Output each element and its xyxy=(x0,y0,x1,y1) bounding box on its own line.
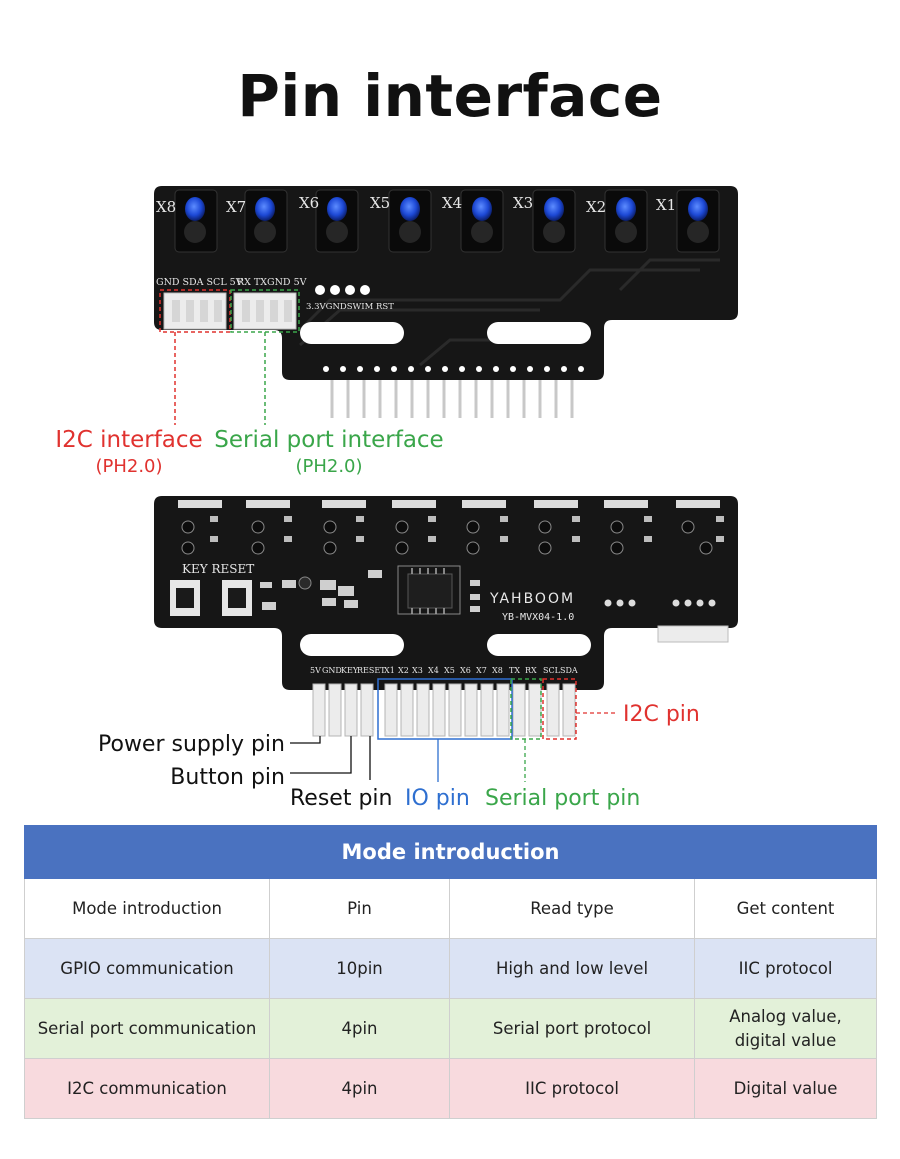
mode-table: Mode introduction Mode introduction Pin … xyxy=(24,825,877,1119)
i2c-highlight-box xyxy=(159,289,231,333)
sensor-label-x4: X4 xyxy=(442,194,462,212)
ir-sensor-x6 xyxy=(315,189,359,253)
ir-sensor-x3 xyxy=(532,189,576,253)
ir-sensor-x1 xyxy=(676,189,720,253)
debug-header-silk: 3.3VGNDSWIM RST xyxy=(306,302,394,312)
serial-ph2-connector xyxy=(233,292,297,330)
sensor-label-x2: X2 xyxy=(586,198,606,216)
io-pin-label: IO pin xyxy=(405,786,470,811)
page-title: Pin interface xyxy=(237,62,663,130)
table-cell: 4pin xyxy=(269,1058,450,1119)
key-button xyxy=(170,580,200,616)
serial-interface-sub: (PH2.0) xyxy=(295,456,362,477)
pin-silk-x7: X7 xyxy=(476,666,487,675)
serial-header-silk: RX TXGND 5V xyxy=(237,277,307,288)
i2c-ph2-connector xyxy=(163,292,227,330)
table-row: Serial port communication 4pin Serial po… xyxy=(24,998,877,1059)
pin-silk-x5: X5 xyxy=(444,666,455,675)
table-cell: Analog value, digital value xyxy=(694,998,877,1059)
table-cell: IIC protocol xyxy=(694,938,877,999)
table-cell: Digital value xyxy=(694,1058,877,1119)
pinout-diagram: X8 X7 X6 X5 X4 X3 X2 X1 GND SDA SCL 5V R… xyxy=(55,186,738,811)
pin-silk-gnd: GND xyxy=(322,666,342,675)
bottom-board: KEY RESET YAHBOOM YB-MVX04-1.0 xyxy=(98,496,738,811)
ir-sensor-x5 xyxy=(388,189,432,253)
pin-silk-x1: X1 xyxy=(384,666,395,675)
pin-silk-x4: X4 xyxy=(428,666,439,675)
pin-silk-5v: 5V xyxy=(310,666,321,675)
table-cell: 10pin xyxy=(269,938,450,999)
brand-logo: YAHBOOM xyxy=(489,591,575,607)
table-cell: High and low level xyxy=(449,938,695,999)
mcu-chip xyxy=(397,565,461,615)
table-header-row: Mode introduction Pin Read type Get cont… xyxy=(24,878,877,939)
table-cell: 4pin xyxy=(269,998,450,1059)
reset-button xyxy=(222,580,252,616)
serial-pin-box xyxy=(510,678,542,740)
ir-sensor-x2 xyxy=(604,189,648,253)
sensor-label-x1: X1 xyxy=(656,196,676,214)
column-header: Read type xyxy=(449,878,695,939)
table-cell: I2C communication xyxy=(24,1058,270,1119)
i2c-pin-label: I2C pin xyxy=(623,702,700,727)
ir-sensor-x4 xyxy=(460,189,504,253)
i2c-interface-label: I2C interface xyxy=(55,427,202,453)
pin-silk-reset: RESET xyxy=(357,666,386,675)
table-row: I2C communication 4pin IIC protocol Digi… xyxy=(24,1058,877,1119)
column-header: Get content xyxy=(694,878,877,939)
pin-silk-scl: SCL xyxy=(543,666,561,675)
table-cell: IIC protocol xyxy=(449,1058,695,1119)
top-board: X8 X7 X6 X5 X4 X3 X2 X1 GND SDA SCL 5V R… xyxy=(55,186,738,477)
pin-silk-sda: SDA xyxy=(560,666,578,675)
column-header: Mode introduction xyxy=(24,878,270,939)
pin-silk-key: KEY xyxy=(341,666,359,675)
ir-sensor-x7 xyxy=(244,189,288,253)
table-row: GPIO communication 10pin High and low le… xyxy=(24,938,877,999)
power-supply-pin-label: Power supply pin xyxy=(98,732,285,757)
top-header-holes xyxy=(323,366,584,372)
sensor-label-x6: X6 xyxy=(299,194,319,212)
table-cell: Serial port protocol xyxy=(449,998,695,1059)
pin-silk-tx: TX xyxy=(509,666,520,675)
table-caption: Mode introduction xyxy=(24,825,877,879)
model-silk: YB-MVX04-1.0 xyxy=(502,612,574,623)
button-pin-label: Button pin xyxy=(170,765,285,790)
reset-pin-label: Reset pin xyxy=(290,786,392,811)
pin-silk-x3: X3 xyxy=(412,666,423,675)
i2c-header-silk: GND SDA SCL 5V xyxy=(156,277,243,288)
table-cell: GPIO communication xyxy=(24,938,270,999)
column-header: Pin xyxy=(269,878,450,939)
pin-silk-rx: RX xyxy=(525,666,537,675)
table-cell: Serial port communication xyxy=(24,998,270,1059)
i2c-pin-box xyxy=(542,678,577,740)
sensor-label-x7: X7 xyxy=(226,198,246,216)
ir-sensor-x8 xyxy=(174,189,218,253)
key-reset-silk: KEY RESET xyxy=(182,562,254,576)
sensor-label-x3: X3 xyxy=(513,194,533,212)
serial-interface-label: Serial port interface xyxy=(214,427,443,453)
io-pin-box xyxy=(377,678,513,740)
header-pins xyxy=(312,683,576,737)
serial-port-pin-label: Serial port pin xyxy=(485,786,640,811)
i2c-interface-sub: (PH2.0) xyxy=(95,456,162,477)
sensor-label-x5: X5 xyxy=(370,194,390,212)
pin-silk-x8: X8 xyxy=(492,666,503,675)
pin-silk-x2: X2 xyxy=(398,666,409,675)
pin-silk-x6: X6 xyxy=(460,666,471,675)
sensor-label-x8: X8 xyxy=(156,198,176,216)
